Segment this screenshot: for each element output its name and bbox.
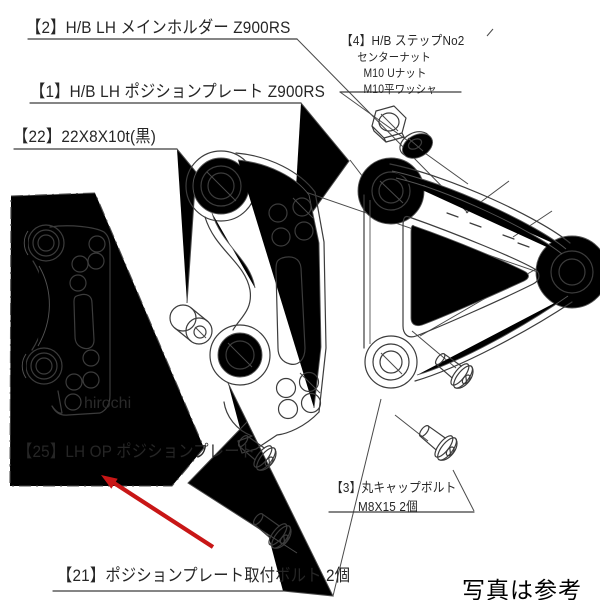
main-holder-drawing (357, 157, 600, 389)
collar-spacer-drawing (169, 304, 213, 345)
callout-cap-bolt-label: 【3】丸キャップボルト M8X15 2個 (331, 477, 456, 515)
callout-center-nut-line3: M10 Uナット (363, 68, 427, 80)
callout-center-nut-line2: センターナット (357, 52, 431, 64)
callout-center-nut-label: 【4】H/B ステップNo2 センターナット M10 Uナット M10平ワッシャ (341, 30, 464, 97)
reference-note: 写真は参考です (462, 577, 582, 600)
hex-nut-drawing (371, 105, 407, 143)
op-position-plate-drawing (21, 224, 111, 416)
callout-position-plate-label: 【1】H/B LH ポジションプレート Z900RS (30, 82, 325, 101)
red-annotation-arrow (101, 475, 215, 549)
callout-cap-bolt-line1: 【3】丸キャップボルト (331, 480, 457, 495)
main-position-plate-drawing (185, 150, 327, 454)
callout-center-nut-line1: 【4】H/B ステップNo2 (341, 33, 465, 48)
callout-collar-label: 【22】22X8X10t(黒) (13, 127, 157, 146)
callout-op-plate-label: 【25】LH OP ポジションプレート (17, 442, 256, 461)
callout-mount-bolt-label: 【21】ポジションプレート取付ボルト 2個 (57, 566, 351, 585)
callout-cap-bolt-line2: M8X15 2個 (358, 499, 418, 514)
cap-bolt-2-drawing (412, 417, 462, 465)
callout-main-holder-label: 【2】H/B LH メインホルダー Z900RS (26, 18, 291, 37)
washer-drawing (399, 131, 433, 159)
callout-center-nut-line4: M10平ワッシャ (363, 84, 437, 96)
watermark-text: hirochi (84, 395, 132, 412)
